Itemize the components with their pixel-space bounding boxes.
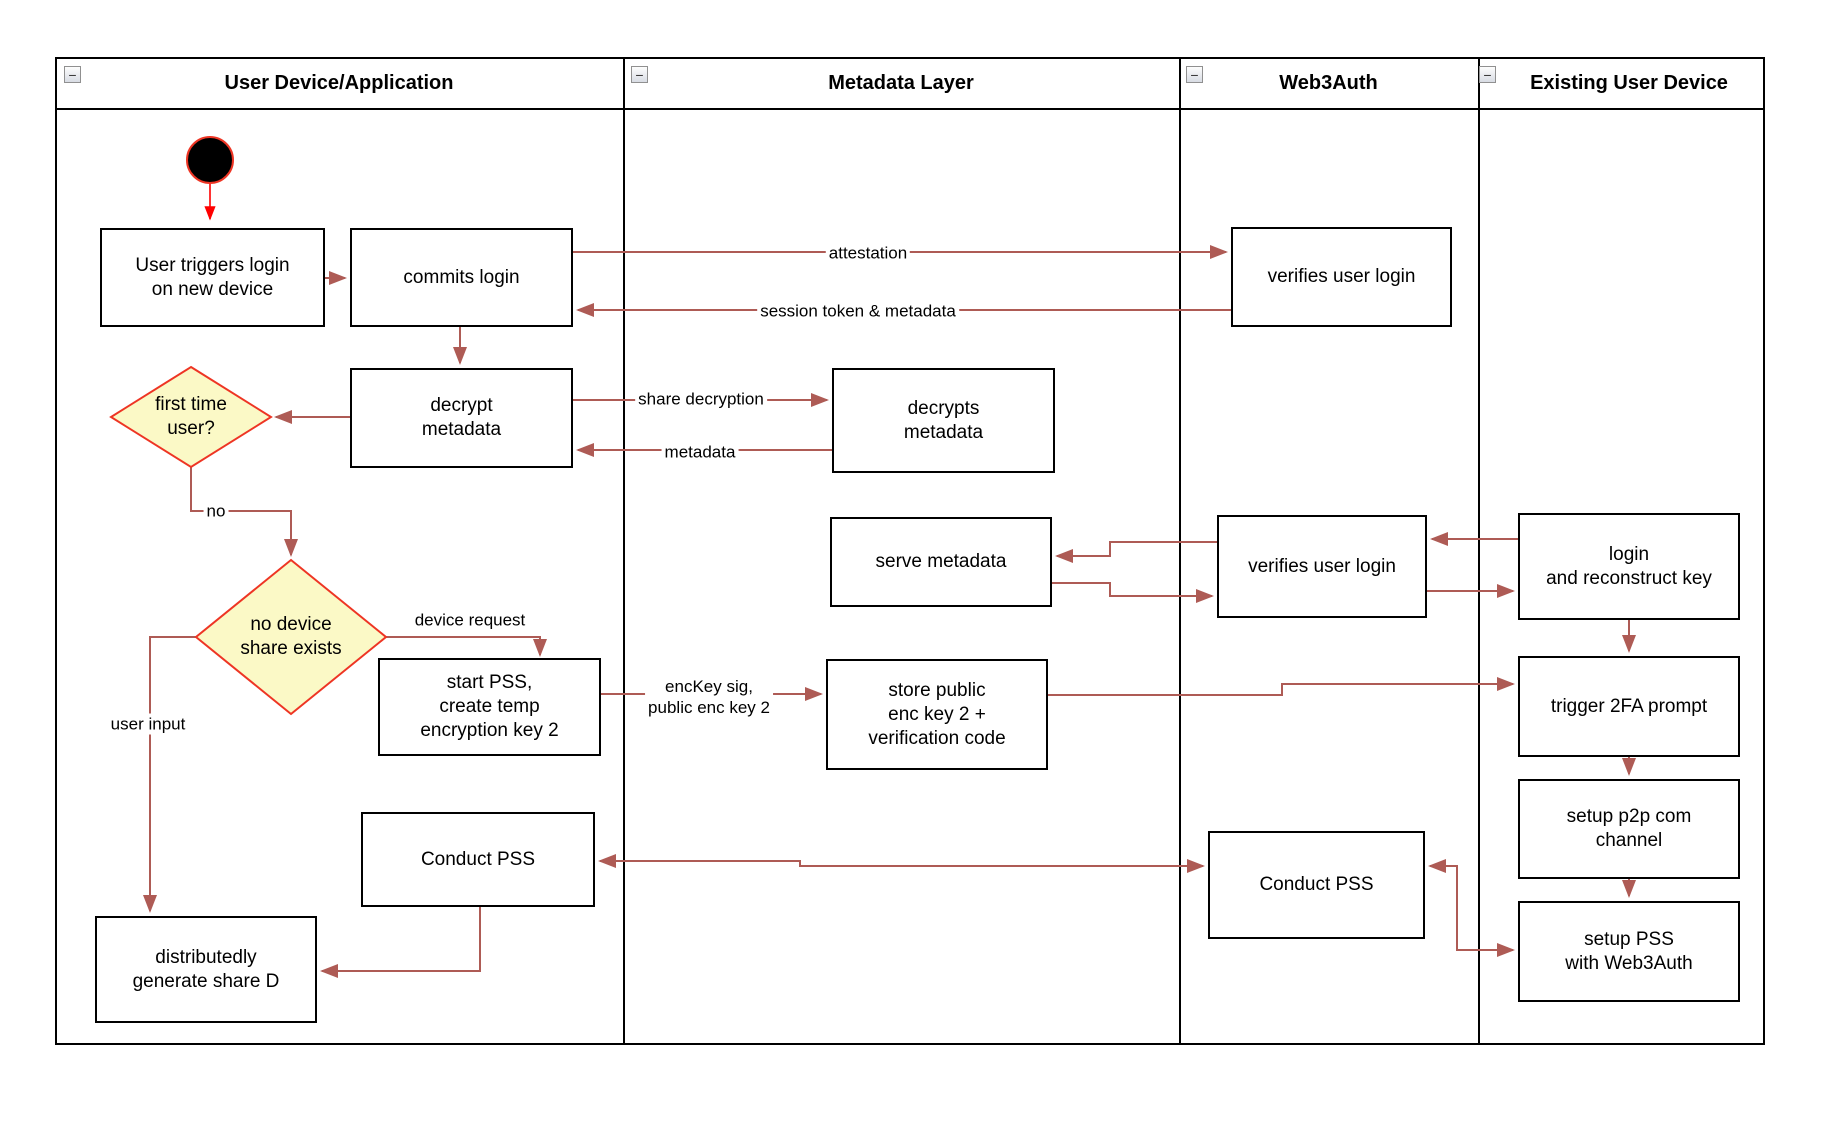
node-setup-p2p-com-channel: setup p2p com channel bbox=[1518, 779, 1740, 879]
node-serve-metadata: serve metadata bbox=[830, 517, 1052, 607]
edge-label-share-decryption: share decryption bbox=[635, 388, 767, 410]
decision-label-no-device-share: no device share exists bbox=[240, 614, 342, 659]
arrow-verifies-to-serve bbox=[1055, 541, 1217, 563]
lane-header-metadata-layer: Metadata Layer bbox=[828, 72, 974, 94]
node-user-triggers-login: User triggers login on new device bbox=[100, 228, 325, 327]
lane-header-web3auth: Web3Auth bbox=[1279, 72, 1378, 94]
decision-no-device-share-exists bbox=[194, 558, 388, 716]
lane-header-existing-user-device: Existing User Device bbox=[1530, 72, 1728, 94]
arrow-device-request bbox=[386, 636, 547, 657]
lane-header-user-device: User Device/Application bbox=[224, 72, 454, 94]
decision-label-first-time-user: first time user? bbox=[155, 394, 227, 439]
node-verifies-user-login-2: verifies user login bbox=[1217, 515, 1427, 618]
node-decrypt-metadata: decrypt metadata bbox=[350, 368, 573, 468]
arrow-conductpss-to-generate-share bbox=[320, 907, 481, 978]
collapse-lane-icon[interactable]: − bbox=[1479, 66, 1496, 83]
node-login-and-reconstruct-key: login and reconstruct key bbox=[1518, 513, 1740, 620]
start-node bbox=[186, 136, 234, 184]
node-conduct-pss-web3auth: Conduct PSS bbox=[1208, 831, 1425, 939]
decision-first-time-user bbox=[109, 365, 273, 469]
edge-label-enckey-sig: encKey sig, public enc key 2 bbox=[645, 676, 773, 718]
arrow-setuppss-conductpss-bidirectional bbox=[1428, 859, 1515, 957]
edge-label-attestation: attestation bbox=[825, 242, 911, 264]
arrow-store-to-2fa bbox=[1048, 677, 1515, 696]
pool-header-row bbox=[55, 57, 1765, 110]
node-trigger-2fa-prompt: trigger 2FA prompt bbox=[1518, 656, 1740, 757]
node-store-public-enc-key: store public enc key 2 + verification co… bbox=[826, 659, 1048, 770]
edge-label-user-input: user input bbox=[107, 713, 189, 735]
lane-divider-3 bbox=[1478, 57, 1480, 1045]
edge-label-device-request: device request bbox=[414, 610, 526, 630]
node-setup-pss-with-web3auth: setup PSS with Web3Auth bbox=[1518, 901, 1740, 1002]
node-verifies-user-login-1: verifies user login bbox=[1231, 227, 1452, 327]
edge-label-no: no bbox=[203, 500, 229, 522]
collapse-lane-icon[interactable]: − bbox=[64, 66, 81, 83]
arrow-no-branch bbox=[190, 467, 298, 557]
node-distributedly-generate-share-d: distributedly generate share D bbox=[95, 916, 317, 1023]
lane-divider-2 bbox=[1179, 57, 1181, 1045]
lane-divider-1 bbox=[623, 57, 625, 1045]
node-start-pss: start PSS, create temp encryption key 2 bbox=[378, 658, 601, 756]
arrow-user-input bbox=[143, 636, 196, 913]
edge-label-metadata: metadata bbox=[661, 441, 739, 463]
node-decrypts-metadata: decrypts metadata bbox=[832, 368, 1055, 473]
collapse-lane-icon[interactable]: − bbox=[1186, 66, 1203, 83]
node-conduct-pss-user: Conduct PSS bbox=[361, 812, 595, 907]
collapse-lane-icon[interactable]: − bbox=[631, 66, 648, 83]
arrow-serve-to-verifies bbox=[1052, 582, 1214, 603]
arrow-conductpss-bidirectional bbox=[598, 854, 1205, 873]
node-commits-login: commits login bbox=[350, 228, 573, 327]
edge-label-session-token: session token & metadata bbox=[757, 300, 959, 322]
